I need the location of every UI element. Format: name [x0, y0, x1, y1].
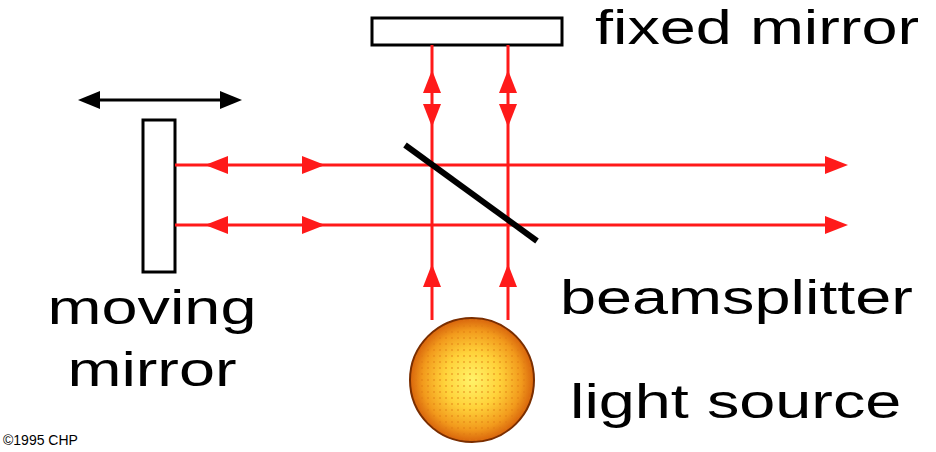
- copyright-watermark: ©1995 CHP: [3, 433, 78, 447]
- beamsplitter-plate: [405, 145, 537, 241]
- part-label: light source: [570, 378, 901, 426]
- fixed-mirror: [372, 18, 562, 45]
- moving-mirror: [143, 120, 175, 272]
- motion-arrow: [78, 91, 242, 109]
- part-label: fixed mirror: [595, 4, 919, 52]
- part-label: beamsplitter: [560, 274, 913, 322]
- part-label: moving mirror: [37, 277, 267, 402]
- light-source-lamp: [410, 318, 534, 442]
